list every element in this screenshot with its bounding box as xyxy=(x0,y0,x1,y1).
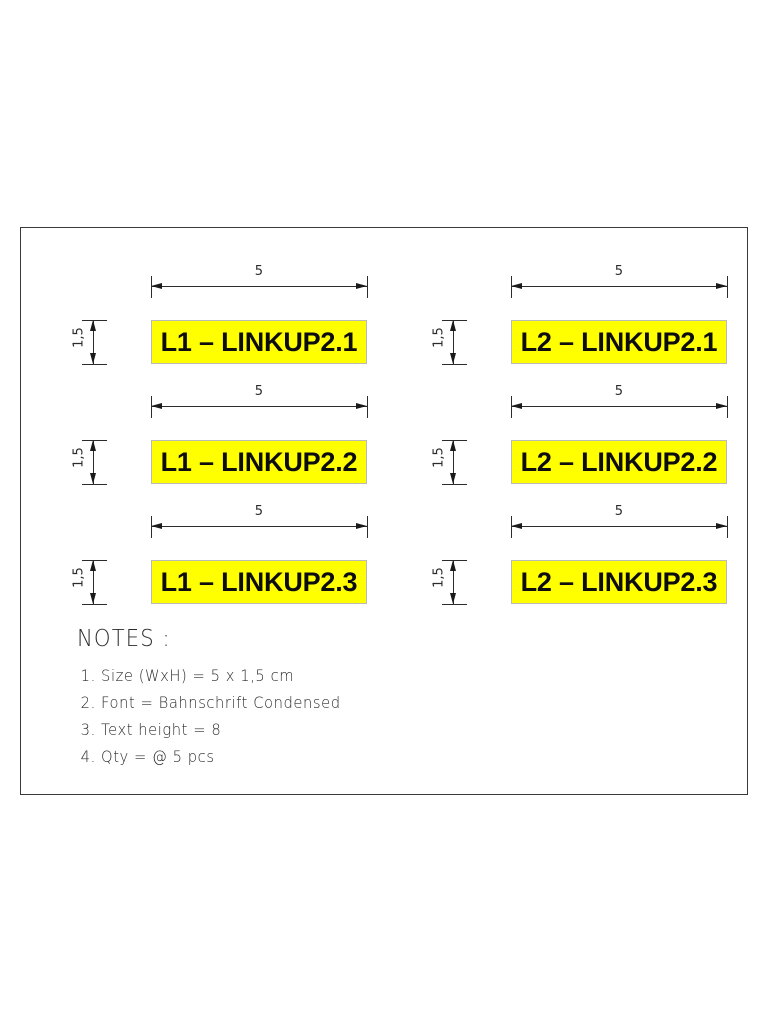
dimension-line xyxy=(453,560,454,604)
arrowhead-down-icon xyxy=(449,353,456,364)
width-dimension-value: 5 xyxy=(614,264,624,279)
arrowhead-up-icon xyxy=(89,440,96,451)
dimension-line xyxy=(93,320,94,364)
extension-tick-right xyxy=(727,276,728,298)
arrowhead-down-icon xyxy=(89,593,96,604)
arrowhead-right-icon xyxy=(356,402,367,409)
width-dimension: 5 xyxy=(151,384,368,418)
arrowhead-right-icon xyxy=(356,282,367,289)
height-dimension-value: 1,5 xyxy=(71,447,87,468)
dimension-line xyxy=(511,286,727,287)
extension-tick-right xyxy=(367,276,368,298)
extension-tick-right xyxy=(727,396,728,418)
height-dimension: 1,5 xyxy=(72,320,107,365)
arrowhead-right-icon xyxy=(716,402,727,409)
width-dimension: 5 xyxy=(511,384,728,418)
height-dimension-value: 1,5 xyxy=(431,327,447,348)
width-dimension: 5 xyxy=(151,504,368,538)
dimension-line xyxy=(93,560,94,604)
dimension-line xyxy=(453,440,454,484)
extension-tick-bottom xyxy=(82,604,107,605)
height-dimension-value: 1,5 xyxy=(431,447,447,468)
arrowhead-up-icon xyxy=(89,320,96,331)
arrowhead-right-icon xyxy=(356,522,367,529)
width-dimension-value: 5 xyxy=(254,264,264,279)
height-dimension: 1,5 xyxy=(72,440,107,485)
height-dimension: 1,5 xyxy=(432,320,467,365)
dimension-line xyxy=(151,406,367,407)
width-dimension-value: 5 xyxy=(614,384,624,399)
label-sticker xyxy=(511,320,727,364)
dimension-line xyxy=(511,526,727,527)
width-dimension-value: 5 xyxy=(254,504,264,519)
arrowhead-right-icon xyxy=(716,282,727,289)
label-sticker xyxy=(151,440,367,484)
extension-tick-bottom xyxy=(442,364,467,365)
height-dimension-value: 1,5 xyxy=(71,567,87,588)
notes-block: NOTES : 1. Size (WxH) = 5 x 1,5 cm 2. Fo… xyxy=(77,626,364,770)
note-item: 4. Qty = @ 5 pcs xyxy=(80,747,215,766)
dimension-line xyxy=(151,286,367,287)
width-dimension: 5 xyxy=(511,504,728,538)
dimension-line xyxy=(511,406,727,407)
label-sticker xyxy=(151,320,367,364)
extension-tick-bottom xyxy=(442,604,467,605)
dimension-line xyxy=(453,320,454,364)
extension-tick-bottom xyxy=(442,484,467,485)
label-cell-l1-linkup2-2: 5 1,5 L1 – LINKUP2.2 xyxy=(57,368,368,488)
arrowhead-left-icon xyxy=(151,282,162,289)
label-sticker xyxy=(511,560,727,604)
dimension-line xyxy=(151,526,367,527)
arrowhead-left-icon xyxy=(511,522,522,529)
height-dimension: 1,5 xyxy=(432,560,467,605)
arrowhead-down-icon xyxy=(89,353,96,364)
extension-tick-bottom xyxy=(82,484,107,485)
extension-tick-right xyxy=(367,396,368,418)
dimension-line xyxy=(93,440,94,484)
arrowhead-up-icon xyxy=(449,440,456,451)
label-cell-l2-linkup2-3: 5 1,5 L2 – LINKUP2.3 xyxy=(417,488,728,608)
arrowhead-left-icon xyxy=(151,402,162,409)
extension-tick-right xyxy=(727,516,728,538)
height-dimension-value: 1,5 xyxy=(431,567,447,588)
label-cell-l2-linkup2-2: 5 1,5 L2 – LINKUP2.2 xyxy=(417,368,728,488)
label-cell-l1-linkup2-1: 5 1,5 L1 – LINKUP2.1 xyxy=(57,248,368,368)
label-cell-l1-linkup2-3: 5 1,5 L1 – LINKUP2.3 xyxy=(57,488,368,608)
arrowhead-down-icon xyxy=(449,593,456,604)
width-dimension: 5 xyxy=(511,264,728,298)
arrowhead-up-icon xyxy=(449,320,456,331)
arrowhead-right-icon xyxy=(716,522,727,529)
note-item: 2. Font = Bahnschrift Condensed xyxy=(80,693,341,712)
note-item: 3. Text height = 8 xyxy=(80,720,222,739)
arrowhead-up-icon xyxy=(89,560,96,571)
arrowhead-left-icon xyxy=(511,282,522,289)
width-dimension-value: 5 xyxy=(254,384,264,399)
arrowhead-left-icon xyxy=(511,402,522,409)
label-sticker xyxy=(151,560,367,604)
extension-tick-bottom xyxy=(82,364,107,365)
note-item: 1. Size (WxH) = 5 x 1,5 cm xyxy=(80,666,295,685)
arrowhead-up-icon xyxy=(449,560,456,571)
width-dimension-value: 5 xyxy=(614,504,624,519)
notes-title: NOTES : xyxy=(77,626,171,652)
width-dimension: 5 xyxy=(151,264,368,298)
label-sticker xyxy=(511,440,727,484)
arrowhead-down-icon xyxy=(449,473,456,484)
height-dimension-value: 1,5 xyxy=(71,327,87,348)
label-cell-l2-linkup2-1: 5 1,5 L2 – LINKUP2.1 xyxy=(417,248,728,368)
arrowhead-left-icon xyxy=(151,522,162,529)
drawing-frame: 5 1,5 L1 – LINKUP2.1 5 1,5 xyxy=(20,227,748,795)
height-dimension: 1,5 xyxy=(432,440,467,485)
extension-tick-right xyxy=(367,516,368,538)
height-dimension: 1,5 xyxy=(72,560,107,605)
arrowhead-down-icon xyxy=(89,473,96,484)
